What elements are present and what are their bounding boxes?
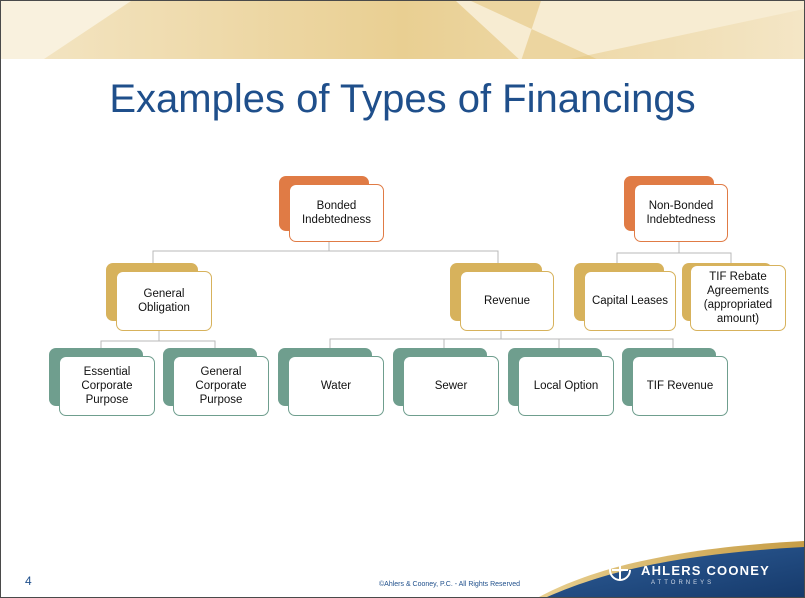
node-bonded-indebtedness: Bonded Indebtedness [279,176,384,242]
node-label: Capital Leases [584,271,676,331]
header-banner [1,1,804,61]
node-general-obligation: General Obligation [106,263,212,331]
node-label: Non-Bonded Indebtedness [634,184,728,242]
node-water: Water [278,348,384,416]
node-label: Local Option [518,356,614,416]
node-label: General Obligation [116,271,212,331]
node-label: Essential Corporate Purpose [59,356,155,416]
connector-nonbonded [616,241,732,263]
node-essential-corporate-purpose: Essential Corporate Purpose [49,348,155,416]
node-label: Revenue [460,271,554,331]
node-label: TIF Rebate Agreements (appropriated amou… [690,265,786,331]
logo-subtitle: ATTORNEYS [651,580,715,586]
node-label: Sewer [403,356,499,416]
node-non-bonded-indebtedness: Non-Bonded Indebtedness [624,176,728,242]
node-tif-rebate-agreements: TIF Rebate Agreements (appropriated amou… [682,263,786,331]
logo-banner [539,541,804,597]
slide-title: Examples of Types of Financings [109,77,696,121]
node-general-corporate-purpose: General Corporate Purpose [163,348,269,416]
ahlers-cooney-logo-icon [609,559,631,581]
connector-revenue [329,331,674,348]
node-tif-revenue: TIF Revenue [622,348,728,416]
logo-name: AHLERS COONEY [641,563,771,578]
node-label: Bonded Indebtedness [289,184,384,242]
node-capital-leases: Capital Leases [574,263,676,331]
node-revenue: Revenue [450,263,554,331]
node-label: General Corporate Purpose [173,356,269,416]
node-label: TIF Revenue [632,356,728,416]
node-label: Water [288,356,384,416]
copyright-notice: ©Ahlers & Cooney, P.C. - All Rights Rese… [379,581,521,588]
page-number: 4 [25,574,32,588]
connector-go [100,331,216,348]
connector-bonded [152,241,499,263]
node-local-option: Local Option [508,348,614,416]
node-sewer: Sewer [393,348,499,416]
